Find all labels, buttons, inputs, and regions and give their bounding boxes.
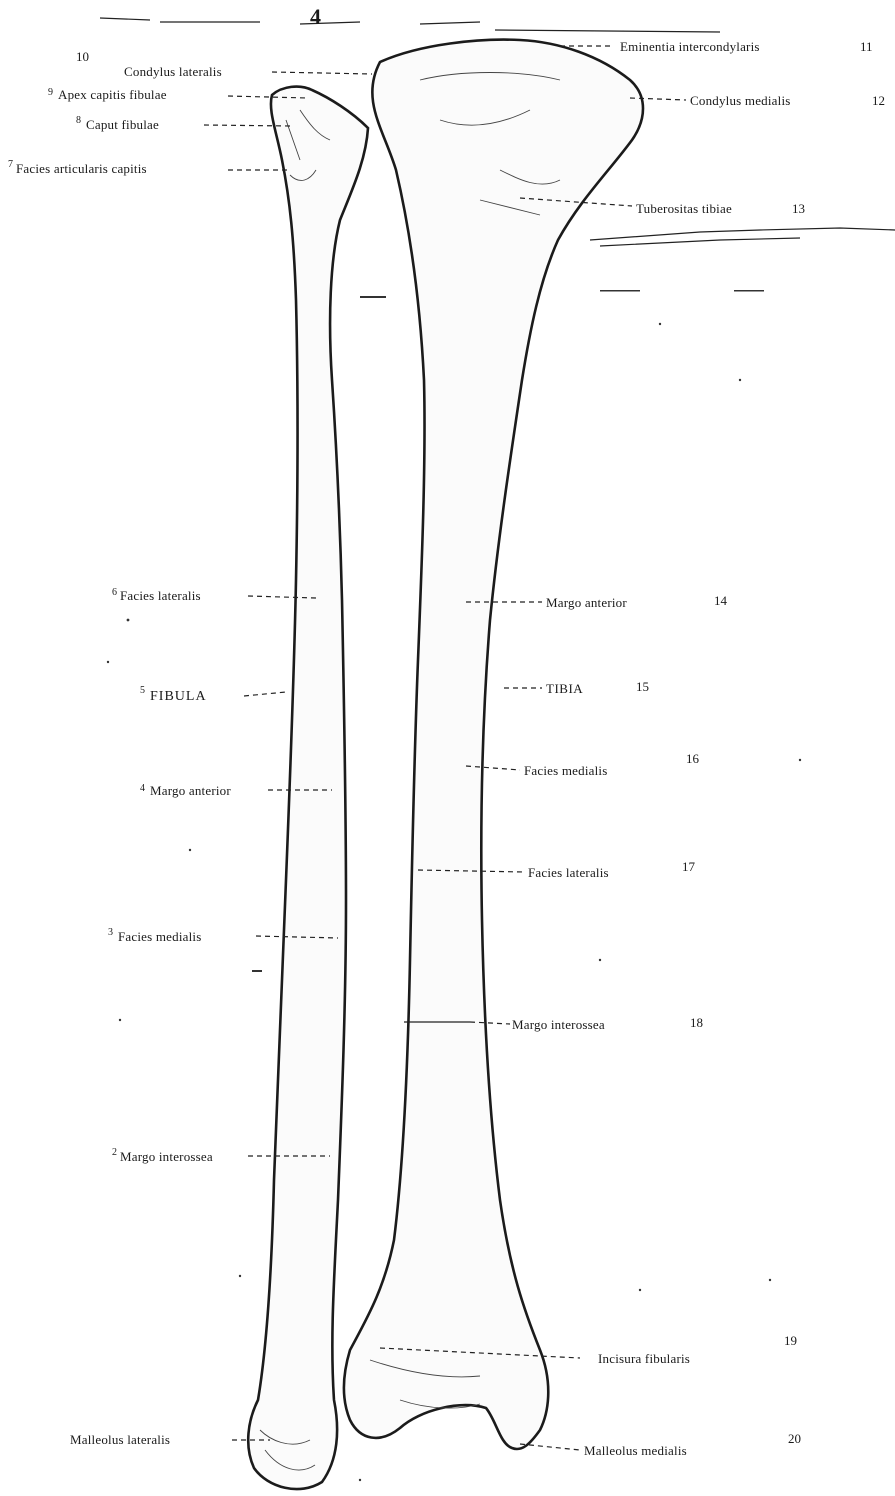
tibia-bone — [344, 40, 643, 1449]
label-number: 19 — [784, 1334, 797, 1348]
label-number: 7 — [8, 158, 13, 172]
label-number: 8 — [76, 114, 81, 128]
label-caput-fibulae: Caput fibulae — [86, 118, 159, 132]
label-facies-articularis-capitis: Facies articularis capitis — [16, 162, 147, 176]
label-number: 13 — [792, 202, 805, 216]
fibula-bone — [248, 87, 368, 1489]
label-number: 5 — [140, 684, 145, 698]
label-number: 16 — [686, 752, 699, 766]
label-number: 14 — [714, 594, 727, 608]
label-number: 2 — [112, 1146, 117, 1160]
label-facies-lateralis-fibula: Facies lateralis — [120, 589, 201, 603]
label-margo-anterior-tibia: Margo anterior — [546, 596, 627, 610]
label-number: 15 — [636, 680, 649, 694]
label-fibula: FIBULA — [150, 690, 207, 704]
label-number: 4 — [140, 782, 145, 796]
label-number: 11 — [860, 40, 873, 54]
label-incisura-fibularis: Incisura fibularis — [598, 1352, 690, 1366]
label-apex-capitis-fibulae: Apex capitis fibulae — [58, 88, 167, 102]
label-number: 12 — [872, 94, 885, 108]
label-malleolus-lateralis: Malleolus lateralis — [70, 1433, 170, 1447]
page-number: 4 — [310, 4, 321, 30]
label-number: 3 — [108, 926, 113, 940]
label-condylus-medialis: Condylus medialis — [690, 94, 791, 108]
label-margo-anterior-fibula: Margo anterior — [150, 784, 231, 798]
label-facies-medialis-tibia: Facies medialis — [524, 764, 608, 778]
label-number: 10 — [76, 50, 89, 64]
label-number: 18 — [690, 1016, 703, 1030]
label-eminentia-intercondylaris: Eminentia intercondylaris — [620, 40, 760, 54]
label-tibia: TIBIA — [546, 682, 583, 696]
label-malleolus-medialis: Malleolus medialis — [584, 1444, 687, 1458]
label-facies-lateralis-tibia: Facies lateralis — [528, 866, 609, 880]
label-margo-interossea-tibia: Margo interossea — [512, 1018, 605, 1032]
label-margo-interossea-fibula: Margo interossea — [120, 1150, 213, 1164]
label-condylus-lateralis: Condylus lateralis — [124, 65, 222, 79]
label-number: 6 — [112, 586, 117, 600]
label-number: 20 — [788, 1432, 801, 1446]
label-tuberositas-tibiae: Tuberositas tibiae — [636, 202, 732, 216]
label-number: 17 — [682, 860, 695, 874]
label-number: 9 — [48, 86, 53, 100]
label-facies-medialis-fibula: Facies medialis — [118, 930, 202, 944]
